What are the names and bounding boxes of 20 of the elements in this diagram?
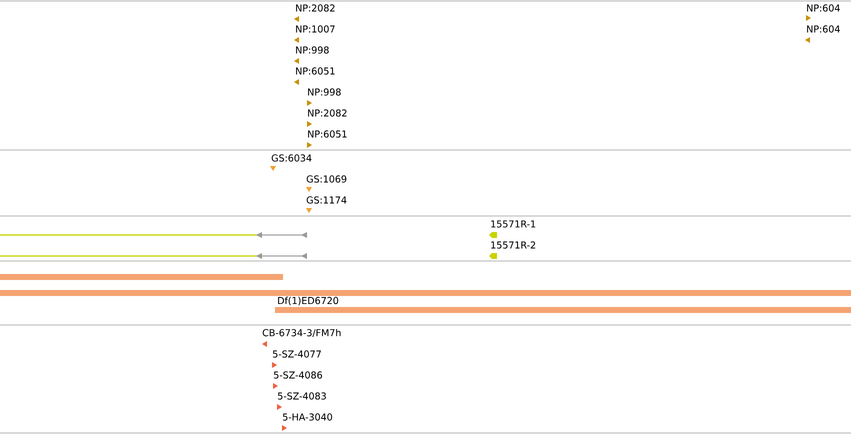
feature-label: NP:6051	[308, 130, 347, 138]
feature-label: Df(1)ED6720	[278, 296, 338, 306]
feature-label: CB-6734-3/FM7h	[262, 328, 341, 338]
feature-label: NP:998	[308, 88, 341, 96]
feature-label: 15571R-2	[491, 241, 536, 249]
feature-label: NP:1007	[296, 25, 335, 33]
feature-label: GS:1069	[306, 175, 346, 183]
feature-label: NP:6051	[296, 67, 335, 75]
feature-label: 15571R-1	[491, 220, 536, 228]
feature-label: NP:604	[807, 4, 840, 12]
feature-label: 5-SZ-4077	[272, 350, 321, 358]
feature-label: 5-HA-3040	[282, 413, 332, 421]
feature-label: NP:604	[807, 25, 840, 33]
feature-label: GS:1174	[306, 196, 346, 204]
feature-label: GS:6034	[272, 154, 312, 162]
feature-label: 5-SZ-4083	[278, 392, 326, 400]
feature-label: 5-SZ-4086	[274, 371, 322, 379]
feature-label: NP:998	[296, 46, 329, 54]
feature-label: NP:2082	[308, 109, 346, 117]
feature-label: NP:2082	[296, 4, 334, 12]
